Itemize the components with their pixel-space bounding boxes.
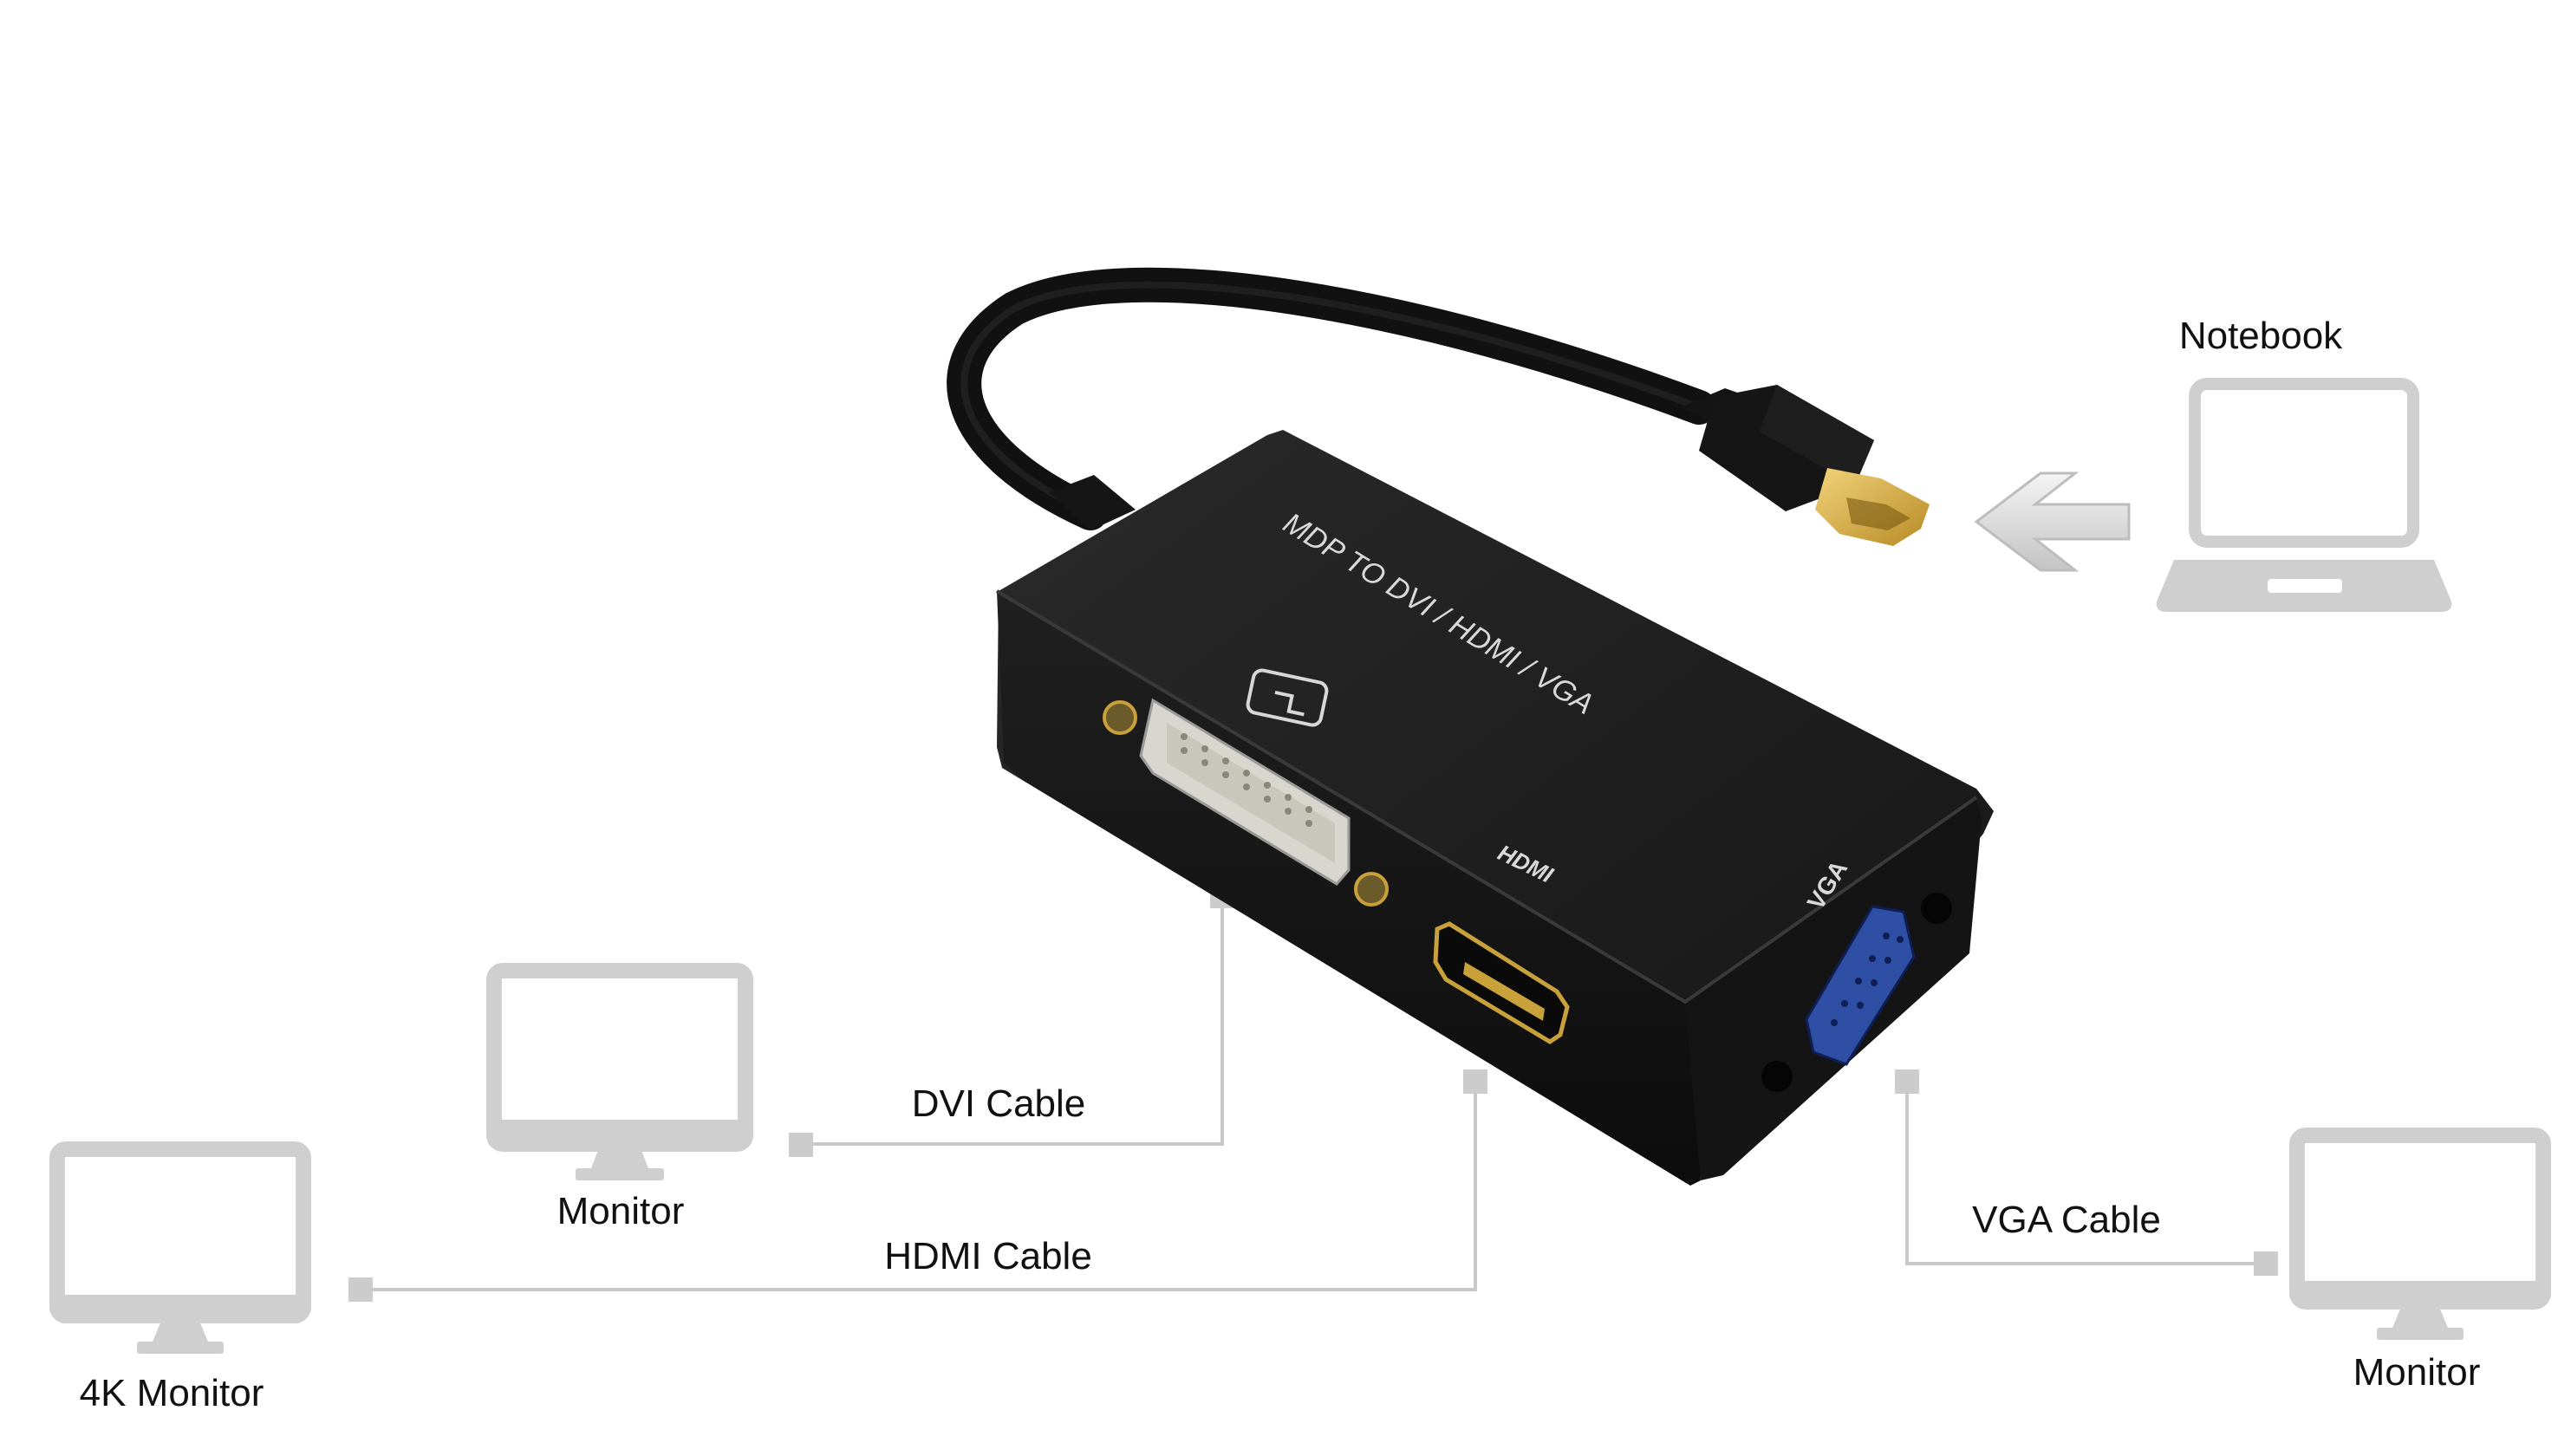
vga-screw-left (1761, 1061, 1793, 1092)
monitor-icon-4k (49, 1141, 311, 1354)
arrow-left-icon (1974, 471, 2131, 572)
dvi-screw-left (1103, 700, 1137, 735)
vga-line-end-top (1895, 1069, 1919, 1094)
monitor-icon-dvi (486, 963, 753, 1180)
dvi-line-end-left (789, 1133, 813, 1157)
hdmi-line-end-top (1463, 1069, 1487, 1094)
hdmi-port (1433, 921, 1570, 1044)
adapter: MDP TO DVI / HDMI / VGA HDMI VGA (947, 267, 1994, 1186)
dvi-logo-icon (1246, 668, 1329, 727)
monitor-dvi-label: Monitor (557, 1190, 685, 1232)
vga-line-end-right (2254, 1251, 2278, 1276)
vga-cable-label: VGA Cable (1972, 1199, 2161, 1241)
vga-port (1761, 893, 1952, 1092)
mini-displayport-plug (1680, 385, 1930, 546)
notebook-label: Notebook (2178, 315, 2343, 357)
dvi-screw-right (1354, 872, 1389, 907)
monitor-vga-label: Monitor (2353, 1351, 2481, 1394)
dvi-cable-line (800, 896, 1224, 1146)
monitor-icon-vga (2289, 1128, 2551, 1340)
hdmi-cable-label: HDMI Cable (884, 1235, 1092, 1277)
connector-lines (361, 896, 2266, 1291)
hdmi-line-end-left (348, 1277, 373, 1302)
laptop-icon (2156, 378, 2452, 612)
hdmi-cable-line (361, 1082, 1477, 1291)
vga-cable-line (1905, 1082, 2266, 1265)
monitor-4k-label: 4K Monitor (79, 1372, 264, 1414)
dvi-cable-label: DVI Cable (911, 1082, 1086, 1125)
dvi-port (1103, 668, 1389, 907)
vga-screw-right (1921, 893, 1952, 924)
